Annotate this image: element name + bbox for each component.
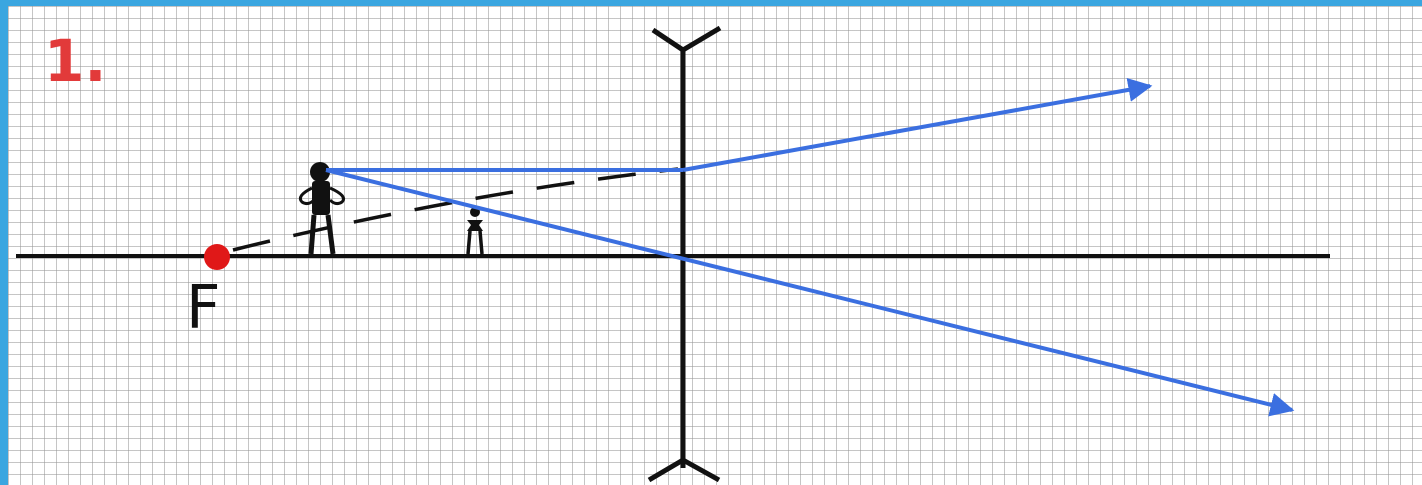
problem-number: 1. — [44, 27, 106, 95]
light-rays — [325, 78, 1295, 417]
object-figure — [298, 162, 345, 255]
central-ray — [325, 168, 1295, 417]
refracted-ray — [682, 78, 1153, 172]
lens-ray-diagram: 1. F — [16, 25, 1330, 483]
focus-label: F — [186, 273, 221, 343]
dashed-virtual-ray — [232, 167, 679, 252]
image-figure — [466, 207, 484, 255]
diagram-frame: 1. F — [8, 6, 1422, 485]
focus-point — [204, 244, 230, 270]
